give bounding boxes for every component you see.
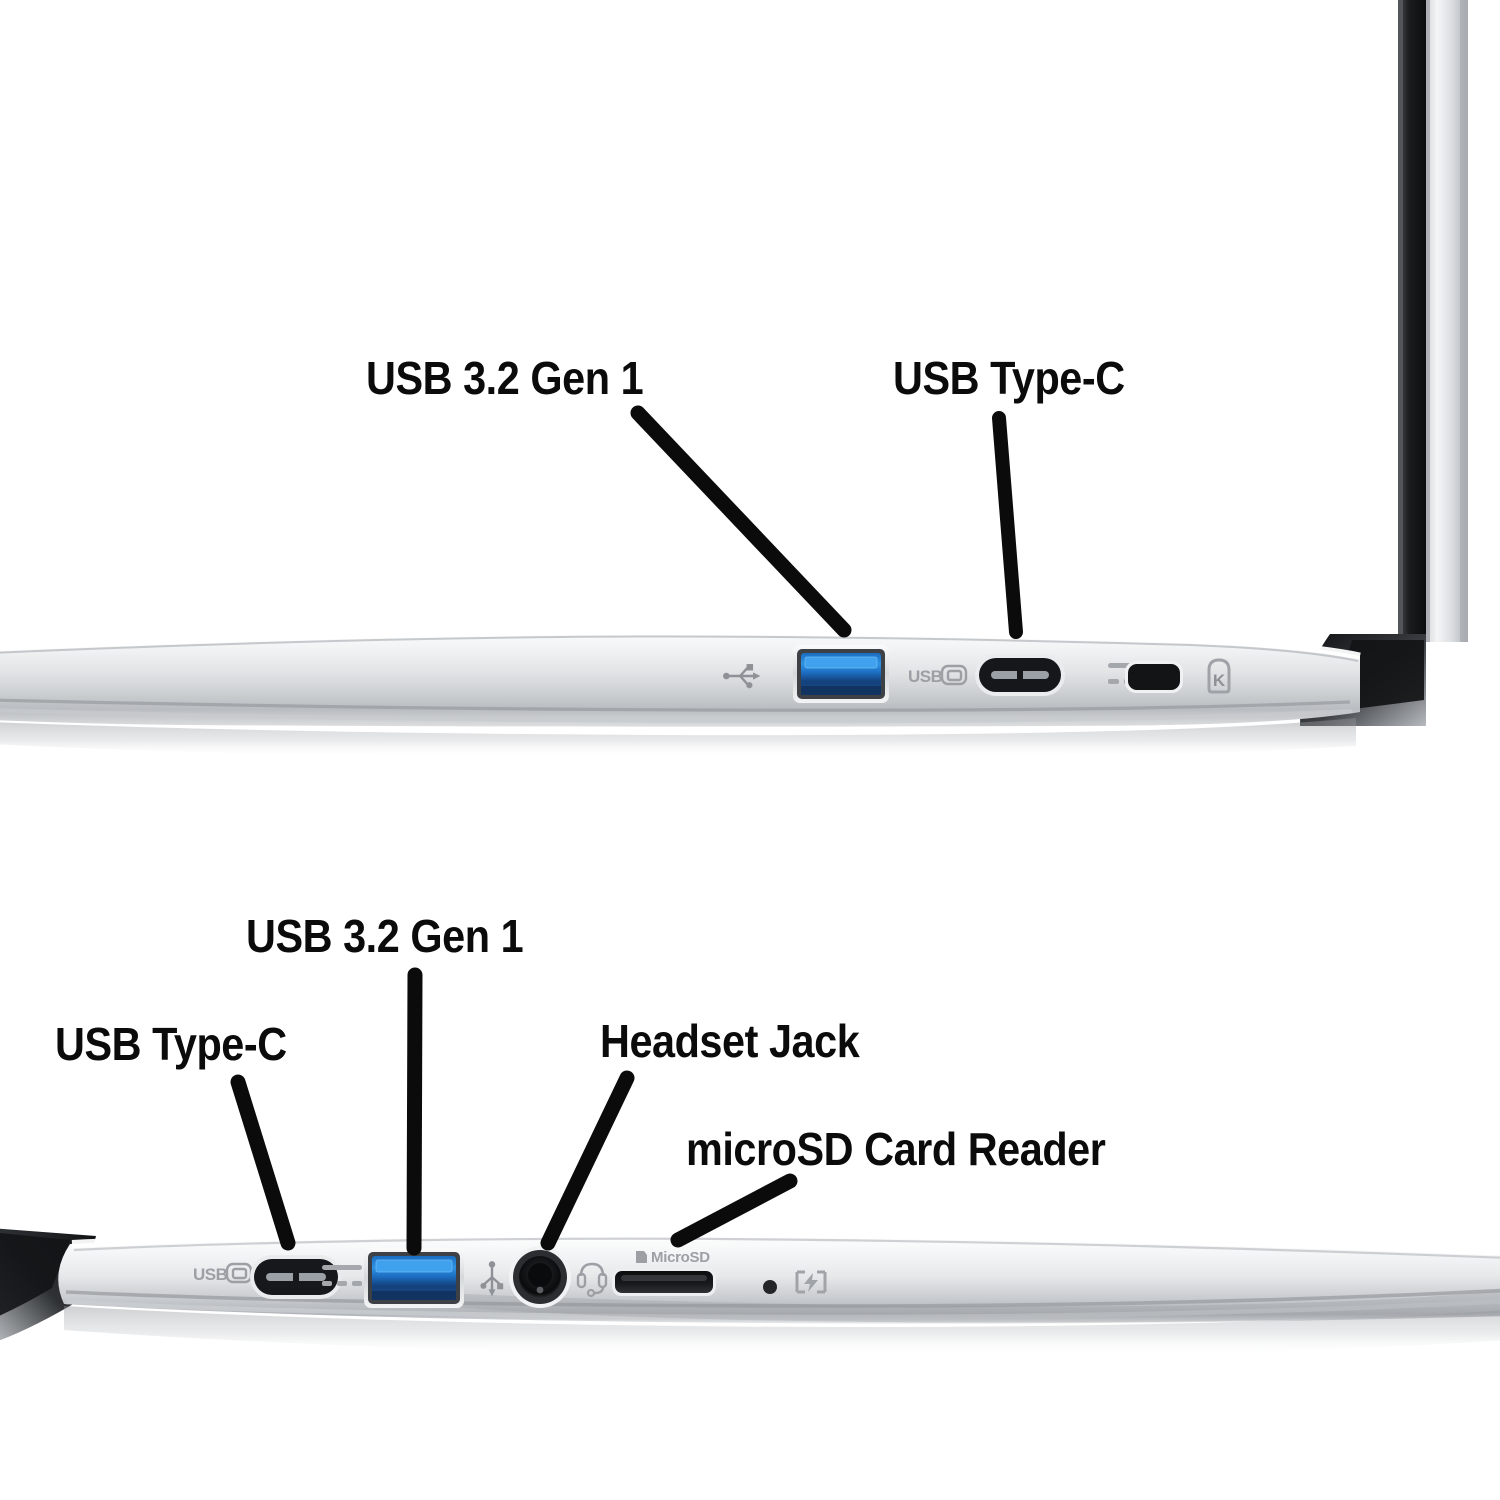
lower-edge-shadow [64,1306,1500,1357]
svg-text:USB: USB [908,667,943,686]
usb-trident-icon [480,1261,504,1297]
svg-text:MicroSD: MicroSD [651,1249,710,1266]
callout-label-lower-usb-c: USB Type-C [55,1018,287,1070]
microsd-marking: MicroSD [636,1249,711,1266]
lower-microsd-slot[interactable] [612,1268,716,1296]
callout-label-lower-microsd: microSD Card Reader [686,1123,1106,1175]
upper-screen-bezel [1398,0,1426,634]
leader-line-upper-usb-c [992,411,1023,639]
callout-leader-lines [230,405,1023,1256]
upper-usb-a-port[interactable] [793,645,889,703]
lower-headset-jack[interactable] [509,1246,571,1308]
headset-icon [576,1262,608,1298]
callout-label-lower-headset: Headset Jack [600,1015,860,1067]
lower-laptop: USB [0,1228,1500,1357]
usb-trident-icon [723,664,761,689]
lower-power-led [763,1280,777,1294]
battery-charge-icon [795,1270,827,1294]
usb-c-marking: USB [908,664,968,686]
usb-c-marking: USB [193,1262,253,1284]
kensington-lock-icon: K [1207,658,1231,694]
callout-label-upper-usb-c: USB Type-C [893,352,1125,404]
lower-usb-c-port[interactable] [250,1255,342,1299]
upper-laptop: USB [0,0,1468,759]
leader-line-lower-usb-a [406,967,423,1256]
leader-line-lower-headset [540,1070,635,1251]
svg-text:K: K [1213,671,1226,690]
leader-line-upper-usb-a [630,405,852,638]
svg-text:USB: USB [193,1265,228,1284]
callout-label-upper-usb-a: USB 3.2 Gen 1 [366,352,644,404]
dc-in-icon [322,1265,362,1286]
callout-label-lower-usb-a: USB 3.2 Gen 1 [246,910,524,962]
upper-screen-lid [1424,0,1468,642]
upper-usb-c-port[interactable] [975,654,1065,696]
leader-line-lower-usb-c [230,1074,296,1251]
upper-dc-power-jack[interactable] [1122,659,1184,695]
lower-usb-a-port[interactable] [364,1248,464,1308]
upper-edge-shadow [0,718,1356,759]
leader-line-lower-microsd [670,1173,798,1248]
